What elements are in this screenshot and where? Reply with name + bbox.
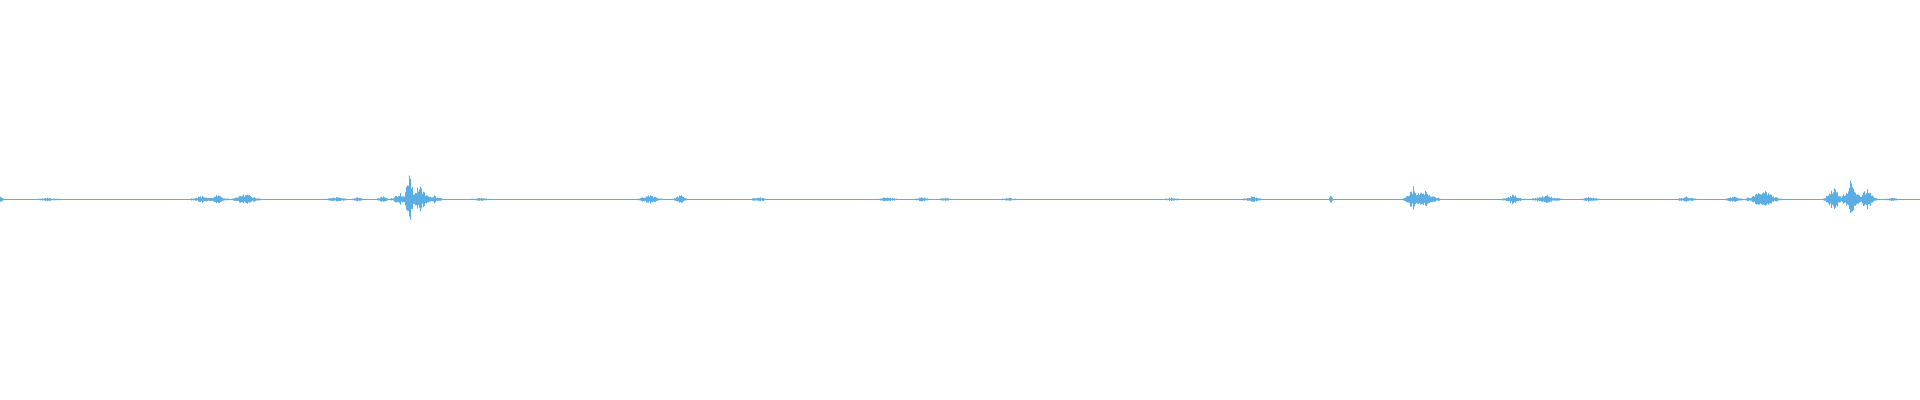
waveform-samples xyxy=(0,175,1920,220)
waveform-path xyxy=(0,175,1920,220)
